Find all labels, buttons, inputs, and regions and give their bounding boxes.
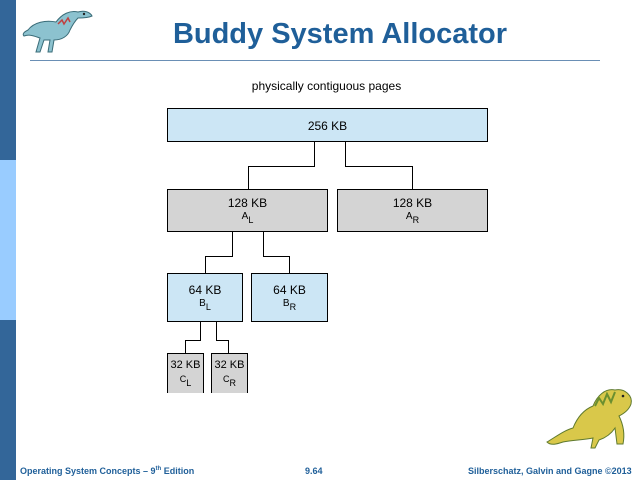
connector-line	[314, 142, 315, 166]
sidebar-middle-band	[0, 160, 16, 320]
dinosaur-icon	[22, 10, 93, 53]
sidebar-top-band	[0, 0, 16, 160]
block-size-label: 32 KB	[214, 359, 245, 371]
block-bl: 64 KB BL	[167, 273, 243, 322]
block-name-label: CL	[179, 374, 192, 388]
dinosaur-icon	[546, 389, 632, 449]
connector-line	[263, 256, 290, 257]
connector-line	[345, 166, 412, 167]
block-size-label: 128 KB	[227, 196, 268, 210]
block-name-label: AL	[241, 211, 254, 225]
connector-line	[185, 340, 201, 341]
block-name-label: CR	[223, 374, 236, 388]
block-size-label: 32 KB	[170, 359, 201, 371]
connector-line	[248, 166, 315, 167]
block-size-label: 64 KB	[273, 283, 306, 297]
block-name-label: AR	[405, 211, 420, 225]
title-divider	[30, 60, 600, 61]
block-size-label: 256 KB	[307, 119, 348, 133]
connector-line	[200, 322, 201, 340]
connector-line	[216, 322, 217, 340]
connector-line	[205, 256, 233, 257]
connector-line	[345, 142, 346, 166]
connector-line	[216, 340, 229, 341]
footer-authors: Silberschatz, Galvin and Gagne ©2013	[468, 466, 632, 476]
block-name-label: BL	[199, 298, 211, 312]
block-cr: 32 KB CR	[211, 353, 248, 393]
connector-line	[205, 256, 206, 273]
sidebar-bottom-band	[0, 320, 16, 480]
connector-line	[289, 256, 290, 273]
block-size-label: 128 KB	[392, 196, 433, 210]
connector-line	[228, 340, 229, 353]
block-name-label: BR	[282, 298, 297, 312]
connector-line	[232, 232, 233, 256]
block-br: 64 KB BR	[251, 273, 328, 322]
block-ar: 128 KB AR	[337, 189, 488, 232]
block-cl: 32 KB CL	[167, 353, 204, 393]
footer-book-title: Operating System Concepts – 9th Edition	[20, 466, 195, 476]
connector-line	[263, 232, 264, 256]
block-root-256kb: 256 KB	[167, 108, 488, 142]
block-al: 128 KB AL	[167, 189, 328, 232]
diagram-subtitle: physically contiguous pages	[251, 79, 402, 93]
footer-page-number: 9.64	[305, 466, 323, 476]
connector-line	[412, 166, 413, 189]
page-title: Buddy System Allocator	[172, 18, 508, 50]
block-size-label: 64 KB	[188, 283, 222, 297]
connector-line	[248, 166, 249, 189]
connector-line	[185, 340, 186, 353]
